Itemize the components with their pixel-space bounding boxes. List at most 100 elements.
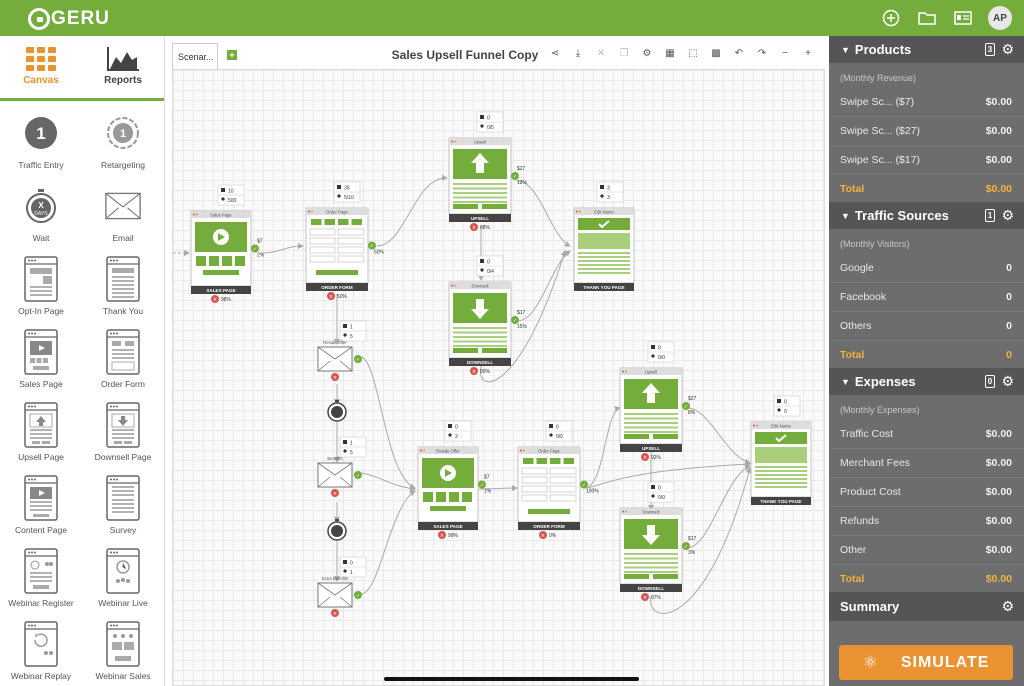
palette-item-content-page[interactable]: Content Page (0, 474, 82, 545)
exit-badge[interactable] (331, 609, 339, 617)
products-row[interactable]: Swipe Sc... ($27)$0.00 (829, 117, 1024, 146)
tab-reports[interactable]: Reports (82, 36, 164, 98)
connector-downsell2-thank2b[interactable] (650, 467, 752, 614)
palette-item-order-form[interactable]: Order Form (82, 328, 164, 399)
palette-item-webinar-replay[interactable]: Webinar Replay (0, 620, 82, 686)
grid-icon[interactable]: ▩ (711, 47, 721, 59)
connector-sales-order[interactable] (261, 243, 304, 254)
success-badge[interactable] (511, 172, 519, 180)
exit-badge[interactable] (327, 292, 335, 300)
success-badge[interactable] (251, 244, 259, 253)
palette-item-sales-page[interactable]: Sales Page (0, 328, 82, 399)
exit-badge[interactable] (641, 593, 649, 601)
share-icon[interactable]: ⋖ (550, 47, 560, 59)
exit-badge[interactable] (331, 489, 339, 497)
palette-item-optin-page[interactable]: Opt-In Page (0, 255, 82, 326)
connector-email1-sales2[interactable] (361, 356, 416, 489)
folder-icon[interactable] (916, 7, 938, 29)
success-badge[interactable] (580, 480, 588, 489)
summary-header[interactable]: Summary⚙ (829, 592, 1024, 621)
connector-downsell-thank[interactable] (516, 250, 571, 322)
gear-icon[interactable]: ⚙ (1001, 373, 1014, 389)
exit-badge[interactable] (470, 367, 478, 375)
geru-logo[interactable]: GERU (28, 8, 110, 30)
canvas-grid[interactable] (172, 69, 825, 686)
palette-item-webinar-register[interactable]: Webinar Register (0, 547, 82, 618)
expenses-row[interactable]: Other$0.00 (829, 536, 1024, 565)
products-row[interactable]: Swipe Sc... ($7)$0.00 (829, 88, 1024, 117)
success-badge[interactable] (354, 591, 362, 599)
gear-icon[interactable]: ⚙ (1001, 207, 1014, 223)
palette-item-webinar-live[interactable]: Webinar Live (82, 547, 164, 618)
exit-badge[interactable] (470, 223, 478, 231)
plus-circle-icon[interactable] (880, 7, 902, 29)
success-badge[interactable] (478, 480, 486, 489)
connector-upsell2-thank2[interactable] (686, 407, 751, 465)
expenses-row[interactable]: Merchant Fees$0.00 (829, 449, 1024, 478)
copy-icon[interactable]: ❐ (619, 47, 629, 59)
exit-badge[interactable] (331, 373, 339, 381)
connector-sales2-order2[interactable] (478, 485, 518, 492)
undo-icon[interactable]: ↶ (734, 47, 744, 59)
close-icon[interactable]: ✕ (596, 47, 606, 59)
success-badge[interactable] (682, 402, 690, 410)
expenses-row[interactable]: Product Cost$0.00 (829, 478, 1024, 507)
products-row[interactable]: Swipe Sc... ($17)$0.00 (829, 146, 1024, 175)
exit-badge[interactable] (641, 453, 649, 461)
add-scenario-button[interactable]: + (227, 50, 237, 60)
exit-badge[interactable] (539, 531, 547, 539)
success-badge[interactable] (354, 355, 362, 363)
expenses-row[interactable]: Refunds$0.00 (829, 507, 1024, 536)
calculator-icon[interactable]: ▦ (665, 47, 675, 59)
funnel-node-wait[interactable] (327, 519, 347, 541)
connector-order2-thank2[interactable] (584, 461, 751, 489)
simulate-button[interactable]: ⚛SIMULATE (839, 645, 1013, 680)
id-card-icon[interactable] (952, 7, 974, 29)
tab-canvas[interactable]: Canvas (0, 36, 82, 98)
connector-order-upsell[interactable] (376, 174, 448, 247)
connector-downsell-thank2[interactable] (479, 250, 567, 383)
zoom-out-icon[interactable]: − (782, 47, 788, 59)
success-badge[interactable] (682, 542, 690, 550)
funnel-node-wait[interactable] (327, 400, 347, 422)
connector-downsell2-thank2[interactable] (686, 465, 751, 549)
connector-upsell-thank[interactable] (516, 180, 571, 247)
select-icon[interactable]: ⬚ (688, 47, 698, 59)
palette-item-upsell-page[interactable]: Upsell Page (0, 401, 82, 472)
tab-scenario[interactable]: Scenar... (172, 43, 218, 70)
download-icon[interactable]: ⤓ (575, 47, 581, 59)
gear-icon[interactable]: ⚙ (642, 47, 652, 59)
connector-email2-sales2[interactable] (361, 472, 416, 492)
exit-badge[interactable] (211, 295, 219, 303)
zoom-in-icon[interactable]: + (805, 47, 811, 59)
palette-item-downsell-page[interactable]: Downsell Page (82, 401, 164, 472)
palette-item-thankyou-page[interactable]: Thank You (82, 255, 164, 326)
connector-email3-sales2[interactable] (361, 490, 416, 595)
palette-item-webinar-sales[interactable]: Webinar Sales (82, 620, 164, 686)
connector-order2-upsell2[interactable] (584, 406, 621, 489)
user-avatar[interactable]: AP (988, 6, 1012, 30)
success-badge[interactable] (368, 241, 376, 250)
gear-icon[interactable]: ⚙ (1001, 598, 1014, 614)
palette-item-survey[interactable]: Survey (82, 474, 164, 545)
